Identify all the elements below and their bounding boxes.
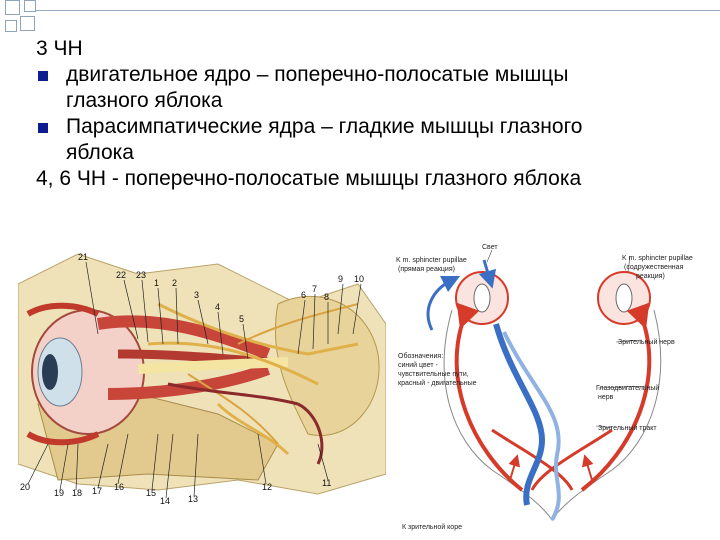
legend-line-1: Обозначения:	[398, 352, 443, 360]
legend-line-3: чувствительные пути,	[398, 371, 469, 378]
deco-square-1	[5, 0, 20, 15]
square-bullet-icon	[38, 123, 48, 133]
bullet-1-line-2: глазного яблока	[66, 89, 223, 112]
label-light: Свет	[482, 244, 498, 251]
deco-square-3	[5, 20, 17, 32]
bullet-item-2: Парасимпатические ядра – гладкие мышцы г…	[36, 114, 696, 140]
label-direct-reaction-1: K m. sphincter pupillae	[396, 257, 467, 264]
deco-rule	[36, 10, 720, 11]
bullet-2-line-2: яблока	[66, 141, 134, 164]
legend-line-2: синий цвет -	[398, 361, 439, 369]
anatomy-label: 12	[262, 482, 272, 492]
square-bullet-icon	[38, 71, 48, 81]
label-oculomotor-2: нерв	[598, 394, 614, 401]
anatomy-label: 9	[338, 274, 343, 284]
pupillary-reflex-diagram: Свет K m. sphincter pupillae (прямая реа…	[396, 244, 693, 531]
label-direct-reaction-2: (прямая реакция)	[398, 266, 455, 273]
label-visual-cortex: К зрительной коре	[402, 523, 462, 531]
anatomy-label: 23	[136, 270, 146, 280]
anatomy-label: 5	[239, 314, 244, 324]
label-consensual-2: (содружественная	[624, 264, 684, 271]
deco-square-2	[24, 0, 36, 12]
label-oculomotor-1: Глазодвигательный	[596, 384, 659, 392]
anatomy-label: 19	[54, 488, 64, 498]
anatomy-label: 13	[188, 494, 198, 504]
anatomy-label: 18	[72, 488, 82, 498]
label-consensual-3: реакция)	[636, 273, 665, 280]
anatomy-label: 2	[172, 278, 177, 288]
anatomy-label: 22	[116, 270, 126, 280]
anatomy-label: 7	[312, 284, 317, 294]
anatomy-label: 8	[324, 292, 329, 302]
label-optic-tract: Зрительный тракт	[598, 424, 657, 432]
slide-heading: 3 ЧН	[36, 37, 83, 60]
anatomy-label: 11	[322, 478, 331, 488]
footer-line: 4, 6 ЧН - поперечно-полосатые мышцы глаз…	[36, 167, 582, 190]
anatomy-label: 15	[146, 488, 156, 498]
anatomy-label: 4	[215, 302, 220, 312]
anatomy-label: 6	[301, 290, 306, 300]
anatomy-label: 21	[78, 252, 88, 262]
anatomy-label: 14	[160, 496, 170, 506]
anatomy-label: 1	[154, 278, 159, 288]
bullet-1-line-1: двигательное ядро – поперечно-полосатые …	[66, 63, 569, 86]
anatomy-label: 17	[92, 486, 102, 496]
deco-square-4	[20, 16, 35, 31]
anatomy-label: 16	[114, 482, 124, 492]
anatomy-label: 3	[194, 290, 199, 300]
label-optic-nerve: Зрительный нерв	[618, 338, 675, 346]
legend-line-4: красный - двигательные	[398, 379, 477, 387]
slide-decoration	[0, 0, 720, 40]
anatomy-label: 10	[354, 274, 364, 284]
label-consensual-1: K m. sphincter pupillae	[622, 255, 693, 262]
orbit-anatomy-illustration: 21 22 23 1 2 3 4 5 6 7 8 9 10 20 19 18 1…	[18, 252, 386, 506]
bullet-item-1: двигательное ядро – поперечно-полосатые …	[36, 62, 696, 88]
slide-text: 3 ЧН двигательное ядро – поперечно-полос…	[36, 36, 696, 192]
anatomy-label: 20	[20, 482, 30, 492]
bullet-2-line-1: Парасимпатические ядра – гладкие мышцы г…	[66, 115, 583, 138]
